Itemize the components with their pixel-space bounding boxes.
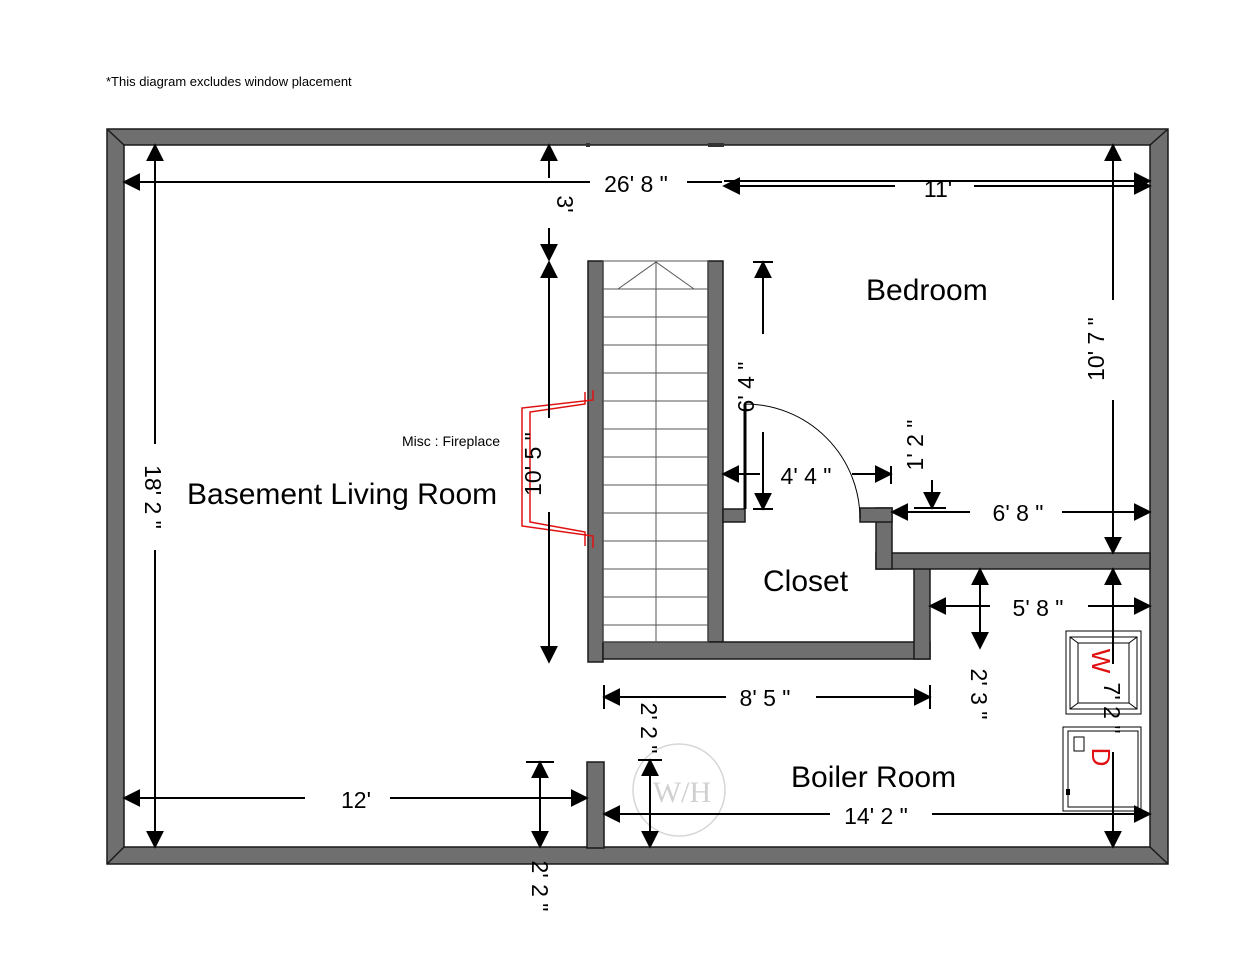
washer: [1065, 630, 1142, 715]
staircase: [602, 260, 709, 643]
dim-bedroom-height: 10' 7 ": [1083, 317, 1109, 381]
stair-left-wall: [587, 260, 604, 663]
room-closet: Closet: [763, 565, 849, 598]
dim-wall-offset: 1' 2 ": [902, 420, 928, 471]
boiler-room-wall-stub: [586, 761, 605, 849]
washer-label: W: [1086, 649, 1116, 674]
dryer: [1062, 726, 1142, 812]
watermark: W/H: [632, 743, 726, 837]
dim-living-bottom-width: 12': [341, 787, 371, 813]
dim-laundry-width: 5' 8 ": [1013, 595, 1064, 621]
closet-right-wall: [913, 565, 931, 660]
dim-wall-stub: 2' 2 ": [527, 861, 553, 912]
room-boiler: Boiler Room: [791, 761, 956, 794]
dim-bedroom-width: 11': [924, 176, 952, 202]
stair-right-wall: [707, 260, 724, 643]
fireplace: [521, 390, 594, 548]
dim-overall-height: 18' 2 ": [140, 465, 166, 529]
dim-door-width: 4' 4 ": [781, 463, 832, 489]
watermark-text: W/H: [653, 776, 711, 809]
exterior-walls: [106, 128, 1169, 865]
dim-bedroom-lower-width: 6' 8 ": [993, 500, 1044, 526]
closet-door: [743, 403, 861, 520]
door-jamb-right: [859, 507, 893, 523]
dim-boiler-width: 14' 2 ": [844, 803, 908, 829]
dim-closet-width: 8' 5 ": [740, 685, 791, 711]
dim-boiler-opening: 2' 2 ": [636, 703, 662, 754]
bedroom-bottom-wall: [875, 552, 1151, 570]
dim-top-gap: 3': [552, 195, 578, 212]
closet-bottom-wall: [602, 641, 931, 660]
room-living: Basement Living Room: [187, 478, 497, 511]
dim-overall-width: 26' 8 ": [604, 171, 668, 197]
dim-laundry-height: 7' 2 ": [1099, 683, 1125, 734]
fireplace-label: Misc : Fireplace: [402, 433, 500, 449]
dimension-lines: [122, 143, 1152, 849]
interior-walls: [586, 260, 1151, 849]
dryer-label: D: [1086, 748, 1116, 767]
diagram-note: *This diagram excludes window placement: [106, 74, 352, 89]
dim-door-height: 6' 4 ": [733, 362, 759, 413]
dim-stair-length: 10' 5 ": [520, 432, 546, 496]
dim-laundry-depth: 2' 3 ": [966, 669, 992, 720]
door-jamb-left: [722, 508, 746, 523]
room-bedroom: Bedroom: [866, 274, 988, 307]
